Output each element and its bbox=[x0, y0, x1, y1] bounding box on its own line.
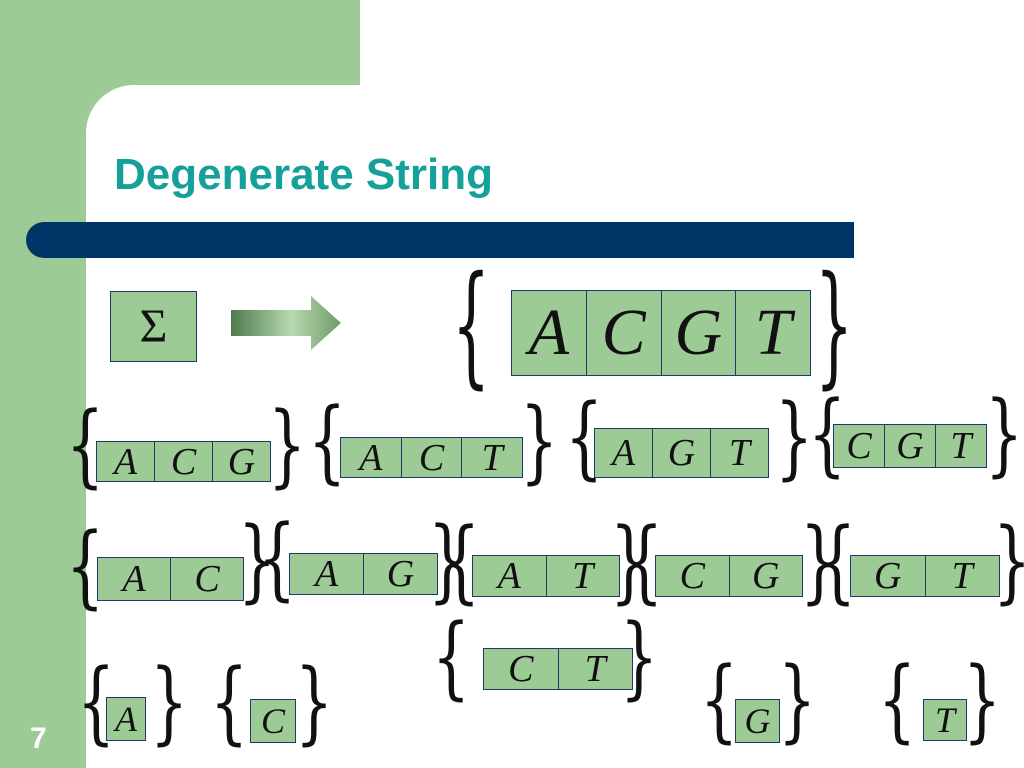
set-c-open-brace: { bbox=[210, 650, 249, 756]
slide-title: Degenerate String bbox=[114, 150, 493, 199]
slide-background-top bbox=[360, 0, 1024, 85]
set-c-cell-c: C bbox=[260, 701, 285, 741]
set-c-close-brace: } bbox=[295, 650, 334, 756]
set-a-box: A bbox=[106, 697, 146, 741]
set-c-box: C bbox=[250, 699, 296, 743]
right-arrow-icon bbox=[231, 296, 341, 350]
set-cgt-cell-c: C bbox=[834, 425, 885, 467]
set-act-open-brace: { bbox=[308, 389, 347, 495]
set-gt-cell-g: G bbox=[851, 556, 926, 596]
set-g-cell-g: G bbox=[744, 701, 771, 741]
set-acgt-cell-a: A bbox=[512, 291, 587, 375]
set-a-close-brace: } bbox=[150, 650, 189, 756]
set-at-cell-t: T bbox=[572, 555, 594, 597]
set-ag-cell-a: A bbox=[290, 554, 364, 594]
page-number: 7 bbox=[30, 722, 47, 755]
set-acgt-cell-c: C bbox=[587, 291, 662, 375]
set-act-cell-c: C bbox=[402, 438, 463, 477]
set-gt-open-brace: { bbox=[818, 509, 857, 615]
set-ct-cell-t: T bbox=[584, 648, 606, 690]
title-underline-bar bbox=[26, 222, 854, 258]
sigma-symbol: Σ bbox=[139, 299, 168, 353]
set-cg-cell-c: C bbox=[656, 556, 730, 596]
set-gt-cell-t: T bbox=[951, 555, 973, 597]
set-a-cell-a: A bbox=[115, 699, 137, 739]
set-act-cell-t: T bbox=[481, 436, 503, 479]
set-acgt-cell-g: G bbox=[662, 291, 737, 375]
set-act-cell-a: A bbox=[341, 438, 402, 477]
set-at-cell-a: A bbox=[473, 556, 547, 596]
set-acg-cell-a: A bbox=[97, 442, 155, 481]
set-agt-cell-a: A bbox=[595, 429, 653, 477]
set-cg-cell-g: G bbox=[752, 555, 780, 597]
set-agt-cell-t: T bbox=[728, 432, 751, 474]
set-ct-cell-c: C bbox=[484, 649, 559, 689]
alphabet-symbol-box: Σ bbox=[110, 291, 197, 362]
set-ac-cell-a: A bbox=[98, 558, 171, 600]
set-ag-cell-g: G bbox=[386, 553, 415, 595]
set-cg-close-brace: } bbox=[800, 509, 839, 615]
set-ac-close-brace: } bbox=[238, 508, 277, 614]
set-t-cell-t: T bbox=[934, 700, 956, 740]
set-acgt-cell-t: T bbox=[754, 296, 792, 369]
set-cgt-cell-t: T bbox=[950, 425, 972, 467]
set-cgt-cell-g: G bbox=[885, 425, 936, 467]
set-t-open-brace: { bbox=[878, 648, 917, 754]
set-t-box: T bbox=[923, 699, 967, 741]
set-acg-close-brace: } bbox=[268, 393, 307, 499]
set-g-close-brace: } bbox=[778, 648, 817, 754]
set-acg-cell-g: G bbox=[227, 440, 256, 483]
set-ct-open-brace: { bbox=[432, 605, 471, 711]
set-cgt-close-brace: } bbox=[985, 382, 1024, 488]
set-agt-cell-g: G bbox=[653, 429, 711, 477]
set-g-open-brace: { bbox=[700, 648, 739, 754]
set-acg-cell-c: C bbox=[155, 442, 213, 481]
set-acgt-open-brace: { bbox=[452, 249, 491, 403]
set-acgt-close-brace: } bbox=[815, 249, 854, 403]
set-ac-cell-c: C bbox=[194, 558, 220, 600]
set-act-close-brace: } bbox=[520, 389, 559, 495]
set-t-close-brace: } bbox=[963, 648, 1002, 754]
set-g-box: G bbox=[735, 699, 780, 743]
set-agt-close-brace: } bbox=[775, 385, 814, 491]
